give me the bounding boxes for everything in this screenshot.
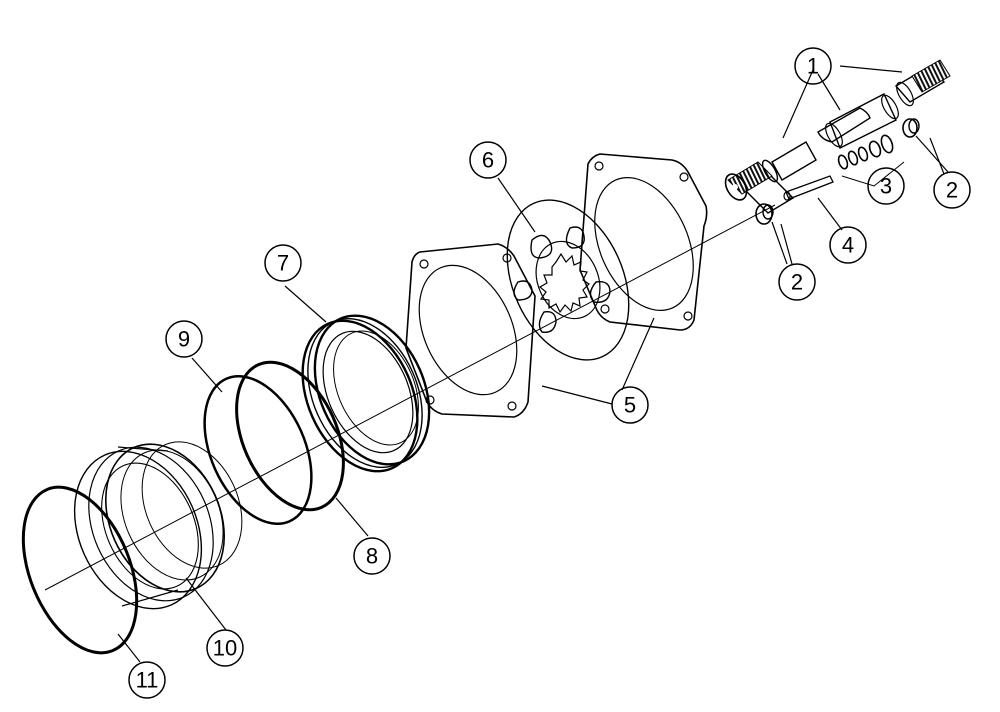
callout-3: 3 <box>867 167 905 205</box>
callout-6-label: 6 <box>482 148 494 173</box>
callout-11: 11 <box>128 661 166 699</box>
part-11-snap-ring <box>21 485 139 655</box>
part-1-shaft <box>724 59 951 214</box>
callout-10-label: 10 <box>213 636 237 661</box>
callout-1-label: 1 <box>807 54 819 79</box>
callout-5-label: 5 <box>624 393 636 418</box>
callout-4: 4 <box>829 226 867 264</box>
callout-11-label: 11 <box>136 668 159 693</box>
part-5-plate-front <box>405 243 536 418</box>
callout-9-label: 9 <box>178 327 190 352</box>
part-10-piston <box>73 441 243 610</box>
callout-10: 10 <box>206 629 244 667</box>
callout-1: 1 <box>794 47 832 85</box>
callout-5: 5 <box>611 386 649 424</box>
part-2-bearing-right <box>902 118 920 138</box>
part-6-friction-disc <box>506 199 630 361</box>
part-3-washers <box>837 134 894 170</box>
part-5-plate-rear <box>579 153 708 331</box>
callout-6: 6 <box>469 141 507 179</box>
callout-8-label: 8 <box>366 544 378 569</box>
callout-4-label: 4 <box>842 233 854 258</box>
part-9-o-ring <box>203 374 313 526</box>
callout-9: 9 <box>165 320 203 358</box>
callout-3-label: 3 <box>880 174 892 199</box>
part-8-o-ring <box>235 360 345 512</box>
leader-lines <box>117 65 949 663</box>
part-4-pin <box>783 175 834 201</box>
callout-7: 7 <box>264 244 302 282</box>
center-axis <box>44 204 776 591</box>
callout-8: 8 <box>353 537 391 575</box>
part-2-bearing-left <box>755 203 774 225</box>
callout-2-right-label: 2 <box>946 178 958 203</box>
callout-2-left: 2 <box>778 263 816 301</box>
callout-7-label: 7 <box>277 251 289 276</box>
part-7-housing <box>301 314 431 473</box>
callout-2-left-label: 2 <box>791 270 803 295</box>
callout-2-right: 2 <box>933 171 971 209</box>
